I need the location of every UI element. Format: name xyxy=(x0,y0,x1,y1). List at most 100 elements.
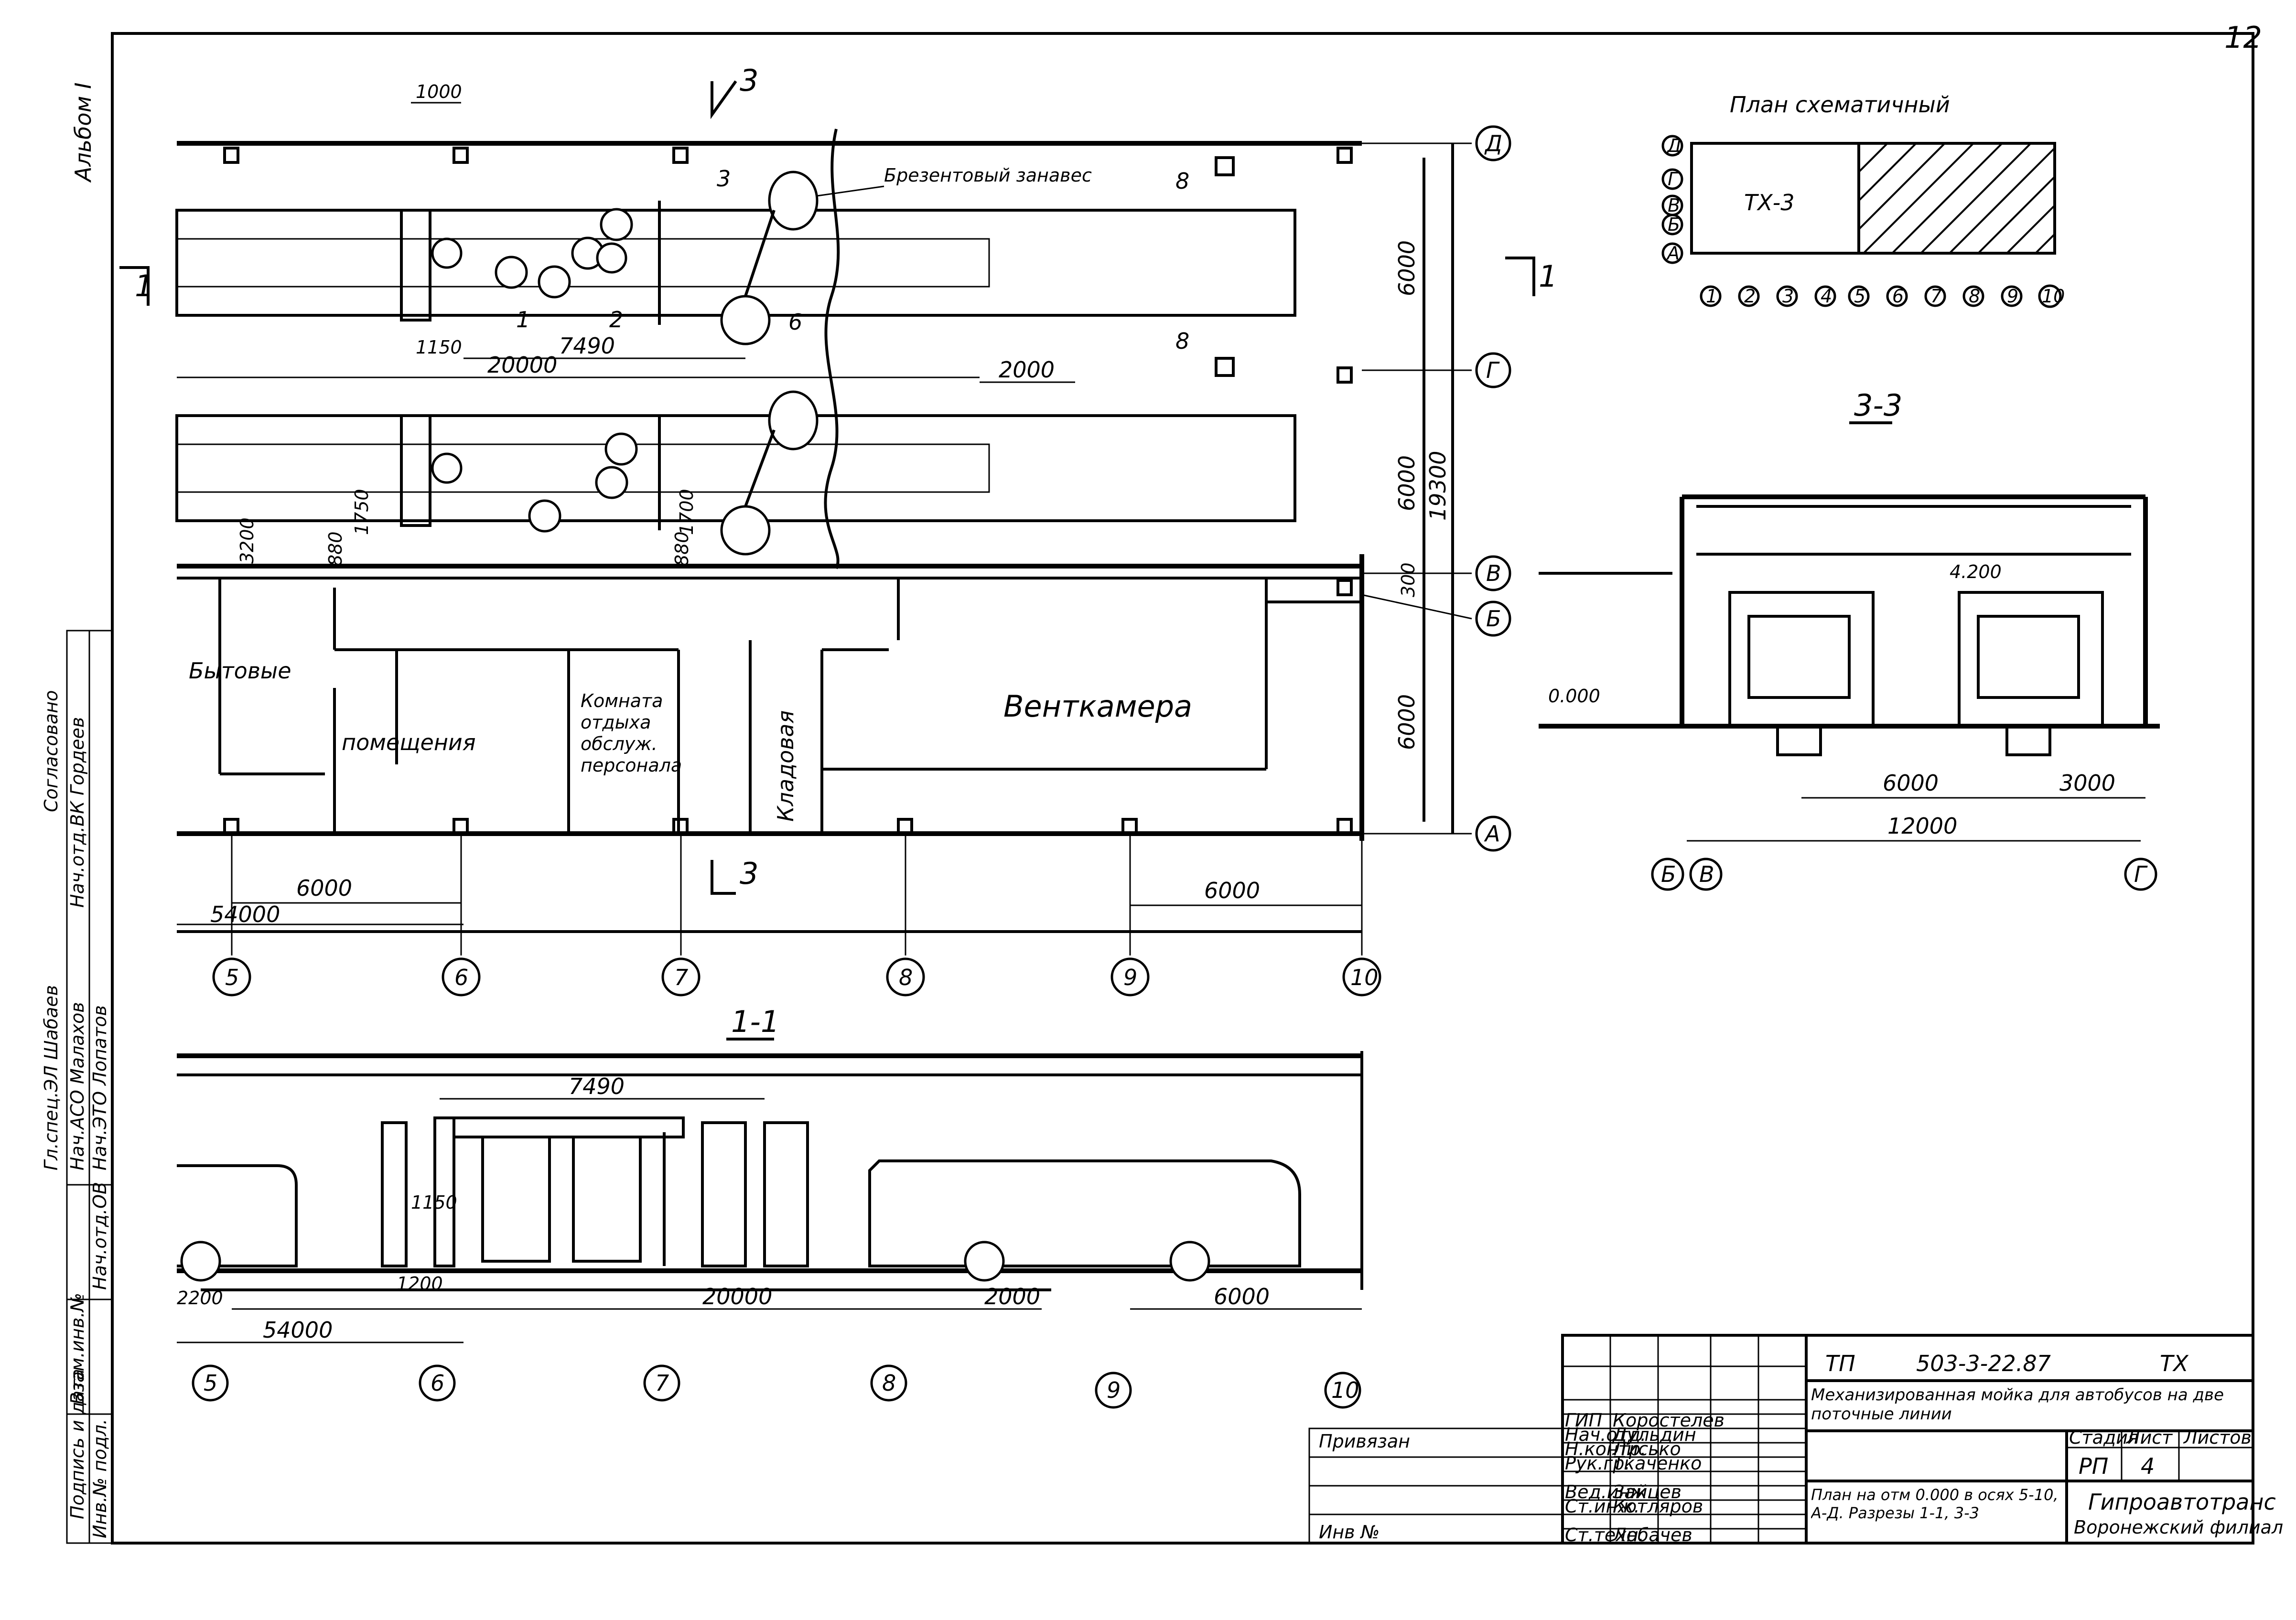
axis-label: 5 xyxy=(204,1370,217,1396)
tb-inv: Инв № xyxy=(1319,1522,1380,1543)
schematic-cols: 1 2 3 4 5 6 7 8 9 10 xyxy=(1700,284,2065,308)
brush-circle xyxy=(604,432,638,466)
schematic-plan: План схематичный ТХ-3 Д Г В Б А 1 2 3 4 … xyxy=(1661,92,2065,308)
dim-text: 12000 xyxy=(1887,813,1957,839)
callout: 1 xyxy=(516,307,530,333)
schematic-label: ТХ-3 xyxy=(1744,190,1794,215)
axis-label: В xyxy=(1486,560,1501,586)
axis-label: А xyxy=(1484,821,1500,847)
axis-label: 9 xyxy=(1123,965,1137,990)
staff-name: Дульдин xyxy=(1612,1424,1696,1445)
axis-bubble xyxy=(442,957,481,997)
axis-label: 6 xyxy=(431,1370,444,1396)
schematic-row: В xyxy=(1668,195,1680,216)
staff-role: Вед.инж. xyxy=(1565,1481,1653,1502)
staff-name: Ткаченко xyxy=(1613,1453,1702,1474)
axis-label: 8 xyxy=(882,1370,896,1396)
axis-bubble xyxy=(1475,352,1511,388)
room-label: обслуж. xyxy=(581,733,658,754)
axis-label: 7 xyxy=(674,965,688,990)
gate-right xyxy=(1958,591,2104,728)
schematic-row: Б xyxy=(1668,214,1680,235)
dryer-upper xyxy=(768,171,819,231)
brush-circle xyxy=(595,466,628,499)
room-label: персонала xyxy=(581,755,682,776)
elevation: 4.200 xyxy=(1950,561,2002,582)
brush-circle xyxy=(596,242,627,274)
axis-label: 5 xyxy=(225,965,239,990)
tb-staff: ГИП Коростелев Нач.отд. Дульдин Н.контр.… xyxy=(1565,1410,1725,1545)
tb-org1: Гипроавтотранс xyxy=(2088,1489,2276,1515)
room-label: помещения xyxy=(342,730,476,755)
schematic-col: 4 xyxy=(1821,286,1832,307)
axis-label: Б xyxy=(1661,861,1676,887)
dim-text: 6000 xyxy=(1214,1284,1270,1309)
dim-text: 54000 xyxy=(263,1317,333,1343)
strip-row: Нач.отд.ОВ xyxy=(89,1182,110,1290)
schematic-row: А xyxy=(1666,243,1680,264)
axis-label: В xyxy=(1699,861,1714,887)
note-curtain: Брезентовый занавес xyxy=(884,165,1092,186)
dim-text: 880 xyxy=(671,531,692,566)
schematic-col: 1 xyxy=(1706,286,1717,307)
axis-bubble xyxy=(1110,957,1150,997)
dim-text: 20000 xyxy=(487,352,557,378)
section-mark: 3 xyxy=(740,63,758,98)
schematic-col: 5 xyxy=(1854,286,1865,307)
axis-bubble xyxy=(886,957,925,997)
left-strip: Альбом I Согласовано Нач.отд.ВК Гордеев … xyxy=(41,83,113,1544)
axis-label: 10 xyxy=(1350,965,1379,990)
dim-text: 6000 xyxy=(1883,770,1939,796)
bus-front-right xyxy=(1977,615,2080,699)
axis-label: Д xyxy=(1484,130,1502,156)
brush-circle xyxy=(528,499,561,533)
dim-text: 6000 xyxy=(1394,694,1420,750)
room-label: Комната xyxy=(581,690,663,711)
tb-org2: Воронежский филиал xyxy=(2074,1517,2283,1538)
callout: 8 xyxy=(1175,168,1189,194)
dim-text: 300 xyxy=(1398,562,1419,597)
brush-circle xyxy=(431,452,463,484)
dim-text: 6000 xyxy=(296,875,352,901)
title-block: ТП 503-3-22.87 ТХ Механизированная мойка… xyxy=(1308,1334,2283,1545)
axis-bubble xyxy=(1475,815,1511,852)
staff-role: Нач.отд. xyxy=(1565,1424,1646,1445)
dim-text: 1150 xyxy=(416,337,462,358)
axis-label: 8 xyxy=(899,965,913,990)
dim-text: 2000 xyxy=(999,357,1055,383)
section-1-1: 1-1 7490 1150 1200 2200 20000 2000 6000 xyxy=(177,1004,1363,1409)
callout: 8 xyxy=(1175,328,1189,354)
staff-name: Лисько xyxy=(1612,1438,1681,1459)
dim-text: 54000 xyxy=(210,901,280,927)
schematic-hatched-area xyxy=(1857,142,2056,255)
axis-label: Г xyxy=(2134,861,2148,887)
section-title: 3-3 xyxy=(1854,388,1902,423)
schematic-row: Д xyxy=(1666,135,1682,156)
vertical-brush xyxy=(481,1136,551,1263)
bus-front-left xyxy=(1747,615,1851,699)
dryer-unit xyxy=(763,1121,809,1267)
elevation: 0.000 xyxy=(1548,686,1600,707)
dim-text: 3000 xyxy=(2059,770,2115,796)
agreed-label: Согласовано xyxy=(41,690,62,812)
staff-role: ГИП xyxy=(1565,1410,1602,1431)
tb-binding: Привязан xyxy=(1319,1431,1410,1452)
axis-label: 7 xyxy=(655,1370,669,1396)
section-mark: 1 xyxy=(1539,259,1557,294)
tb-code: ТП xyxy=(1825,1351,1855,1376)
schematic-col: 8 xyxy=(1969,286,1980,307)
brush-circle xyxy=(495,256,528,289)
strip-row: Нач.ЭТО Лопатов xyxy=(89,1005,110,1170)
strip-field: Взам.инв.№ xyxy=(67,1293,88,1405)
tb-stage: РП xyxy=(2079,1453,2108,1479)
axis-label: 10 xyxy=(1331,1377,1359,1403)
dryer-unit xyxy=(701,1121,747,1267)
dim-text: 7490 xyxy=(569,1073,625,1099)
dim-text: 7490 xyxy=(559,333,615,359)
dim-text: 1750 xyxy=(351,489,372,535)
strip-row: Гл.спец.ЭЛ Шабаев xyxy=(41,985,62,1170)
axis-bubble xyxy=(1475,601,1511,637)
tb-sheets-h: Листов xyxy=(2183,1427,2252,1448)
section-mark: 1 xyxy=(135,268,153,303)
